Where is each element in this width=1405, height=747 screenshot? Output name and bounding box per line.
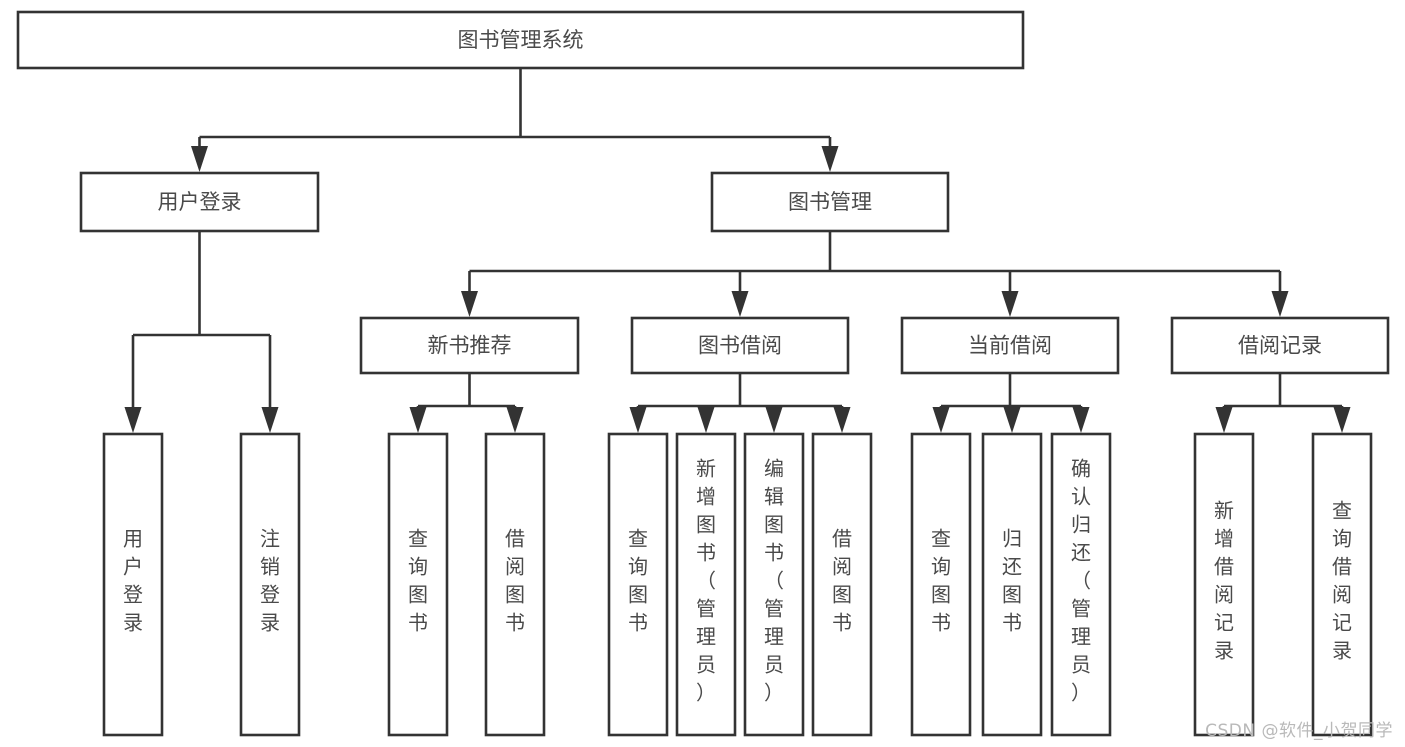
- node-label: 借阅记录: [1238, 334, 1322, 358]
- arrow-head-icon: [1072, 407, 1090, 433]
- node-leaf-return-book[interactable]: 归还图书: [981, 432, 1043, 737]
- node-label: 用户登录: [158, 190, 242, 214]
- node-label: 新增借阅记录: [1214, 499, 1234, 663]
- node-label: 注销登录: [260, 527, 280, 635]
- arrow-head-icon: [1215, 407, 1233, 433]
- node-label: 当前借阅: [968, 334, 1052, 358]
- node-book-manage[interactable]: 图书管理: [710, 171, 950, 233]
- arrow-head-icon: [1271, 291, 1289, 317]
- node-box[interactable]: [607, 432, 669, 737]
- connector-group-root: [191, 68, 839, 172]
- arrow-head-icon: [506, 407, 524, 433]
- node-label: 编辑图书（管理员）: [764, 457, 784, 705]
- node-box[interactable]: [359, 316, 580, 375]
- connector-layer: [124, 68, 1351, 433]
- node-label: 新增图书（管理员）: [696, 457, 716, 705]
- node-label: 新书推荐: [428, 334, 512, 358]
- node-box[interactable]: [811, 432, 873, 737]
- arrow-head-icon: [409, 407, 427, 433]
- arrow-head-icon: [765, 407, 783, 433]
- node-box[interactable]: [1193, 432, 1255, 737]
- connector-group-new-book-rec: [409, 373, 524, 433]
- node-box[interactable]: [675, 432, 737, 737]
- arrow-head-icon: [261, 407, 279, 433]
- arrow-head-icon: [697, 407, 715, 433]
- node-current-borrow[interactable]: 当前借阅: [900, 316, 1120, 375]
- node-label: 查询借阅记录: [1332, 499, 1352, 663]
- node-leaf-confirm-return-admin[interactable]: 确认归还（管理员）: [1050, 432, 1112, 737]
- connector-group-book-borrow: [629, 373, 851, 433]
- node-leaf-query-book-3[interactable]: 查询图书: [910, 432, 972, 737]
- arrow-head-icon: [821, 146, 839, 172]
- node-leaf-add-book-admin[interactable]: 新增图书（管理员）: [675, 432, 737, 737]
- arrow-head-icon: [731, 291, 749, 317]
- node-box[interactable]: [16, 10, 1025, 70]
- node-borrow-record[interactable]: 借阅记录: [1170, 316, 1390, 375]
- node-box[interactable]: [484, 432, 546, 737]
- node-label: 图书管理系统: [458, 28, 584, 52]
- node-label: 查询图书: [931, 527, 951, 635]
- arrow-head-icon: [461, 291, 478, 317]
- node-leaf-query-borrow-record[interactable]: 查询借阅记录: [1311, 432, 1373, 737]
- node-label: 借阅图书: [505, 527, 525, 635]
- node-label: 图书管理: [788, 190, 872, 214]
- connector-group-book-manage: [461, 231, 1289, 317]
- node-label: 借阅图书: [832, 527, 852, 635]
- node-box[interactable]: [387, 432, 449, 737]
- node-box[interactable]: [710, 171, 950, 233]
- node-book-borrow[interactable]: 图书借阅: [630, 316, 850, 375]
- arrow-head-icon: [833, 407, 851, 433]
- node-leaf-borrow-book-2[interactable]: 借阅图书: [811, 432, 873, 737]
- node-leaf-logout[interactable]: 注销登录: [239, 432, 301, 737]
- arrow-head-icon: [1001, 291, 1019, 317]
- node-leaf-borrow-book-1[interactable]: 借阅图书: [484, 432, 546, 737]
- arrow-head-icon: [191, 146, 208, 172]
- node-leaf-user-login[interactable]: 用户登录: [102, 432, 164, 737]
- node-box[interactable]: [900, 316, 1120, 375]
- connector-group-current-borrow: [932, 373, 1090, 433]
- node-label: 确认归还（管理员）: [1071, 457, 1091, 705]
- node-box[interactable]: [239, 432, 301, 737]
- node-root[interactable]: 图书管理系统: [16, 10, 1025, 70]
- node-leaf-query-book-2[interactable]: 查询图书: [607, 432, 669, 737]
- node-new-book-rec[interactable]: 新书推荐: [359, 316, 580, 375]
- node-user-login[interactable]: 用户登录: [79, 171, 320, 233]
- node-label: 查询图书: [408, 527, 428, 635]
- connector-group-user-login: [124, 231, 279, 433]
- arrow-head-icon: [932, 407, 950, 433]
- arrow-head-icon: [1003, 407, 1021, 433]
- node-box[interactable]: [1311, 432, 1373, 737]
- node-box[interactable]: [981, 432, 1043, 737]
- arrow-head-icon: [629, 407, 647, 433]
- node-layer: 图书管理系统用户登录图书管理新书推荐图书借阅当前借阅借阅记录用户登录注销登录查询…: [16, 10, 1390, 737]
- node-box[interactable]: [102, 432, 164, 737]
- connector-group-borrow-record: [1215, 373, 1351, 433]
- node-box[interactable]: [79, 171, 320, 233]
- node-box[interactable]: [743, 432, 805, 737]
- node-box[interactable]: [1170, 316, 1390, 375]
- node-label: 图书借阅: [698, 334, 782, 358]
- arrow-head-icon: [1333, 407, 1351, 433]
- node-leaf-query-book-1[interactable]: 查询图书: [387, 432, 449, 737]
- node-label: 查询图书: [628, 527, 648, 635]
- node-leaf-edit-book-admin[interactable]: 编辑图书（管理员）: [743, 432, 805, 737]
- node-label: 用户登录: [123, 527, 143, 635]
- node-label: 归还图书: [1002, 527, 1022, 635]
- node-leaf-add-borrow-record[interactable]: 新增借阅记录: [1193, 432, 1255, 737]
- arrow-head-icon: [124, 407, 142, 433]
- node-box[interactable]: [910, 432, 972, 737]
- node-box[interactable]: [630, 316, 850, 375]
- node-box[interactable]: [1050, 432, 1112, 737]
